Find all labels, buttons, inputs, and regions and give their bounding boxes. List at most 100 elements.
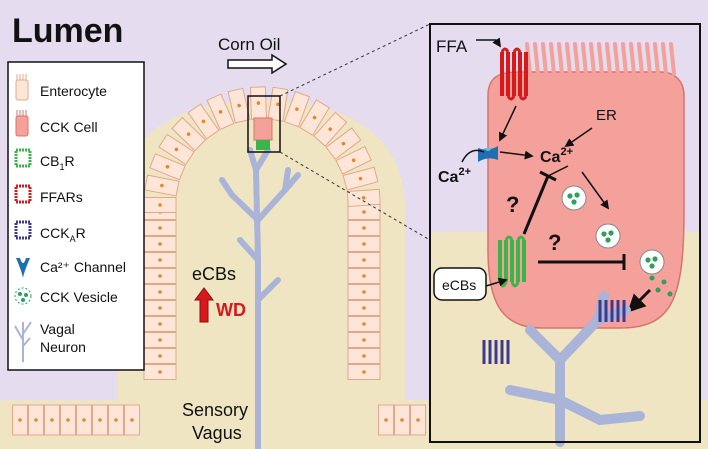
enterocyte-cell (347, 268, 381, 284)
legend-label-ccka: CCKAR (40, 225, 86, 244)
enterocyte-cell (394, 404, 410, 436)
ca-influx-arrow (461, 149, 485, 163)
enterocyte-cell (347, 236, 381, 252)
enterocyte-cell (347, 316, 381, 332)
enterocyte-cell (28, 404, 44, 436)
ecbs-box-label: eCBs (442, 277, 476, 293)
inset-ccka-receptor-2 (598, 300, 626, 322)
vagus-label: Vagus (192, 423, 242, 443)
enterocyte-cell (143, 316, 177, 332)
enterocyte-cell (342, 166, 379, 191)
legend-label-vagal: Vagal (40, 321, 75, 337)
enterocyte-cell (313, 111, 348, 147)
enterocyte-cell (347, 284, 381, 300)
ecbs-box (433, 267, 487, 301)
enterocyte-cell (149, 153, 186, 181)
enterocyte-cell (325, 127, 362, 160)
ca-inside-label: Ca2+ (540, 146, 573, 166)
wd-up-arrow (194, 287, 214, 323)
enterocyte-cell (143, 348, 177, 364)
enterocyte-cell (410, 404, 426, 436)
enterocyte-cell (347, 348, 381, 364)
legend-label-ffars: FFARs (40, 189, 83, 205)
vagal-neuron-villus (219, 147, 301, 449)
ffar-to-gprotein-arrow (498, 105, 517, 142)
enterocyte-cell (227, 87, 251, 124)
enterocyte-cell (346, 188, 381, 208)
enterocyte-cell (187, 103, 220, 140)
enterocyte-cell (347, 364, 381, 380)
inset-frame (429, 23, 701, 443)
enterocyte-cell (283, 90, 311, 128)
ffa-arrow (476, 37, 501, 48)
enterocyte-cell (60, 404, 76, 436)
sensory-label: Sensory (182, 400, 248, 420)
legend-label-neuron: Neuron (40, 339, 86, 355)
page-title: Lumen (12, 12, 123, 50)
enterocyte-cell (143, 332, 177, 348)
ca-to-vesicle-arrow (581, 171, 610, 210)
ccka-receptor-icon (14, 220, 32, 240)
cck-release-arrow (627, 288, 652, 313)
zoom-line-bottom (279, 151, 431, 241)
enterocyte-cell (143, 252, 177, 268)
enterocyte-cell (143, 268, 177, 284)
enterocyte-cell (12, 404, 28, 436)
released-cck-dots (649, 275, 673, 297)
enterocyte-cell (143, 364, 177, 380)
microvilli (525, 42, 676, 76)
cb1r-receptor-icon (14, 148, 32, 168)
channel-to-ca-arrow (499, 150, 534, 160)
ca-outside-label: Ca2+ (438, 166, 471, 186)
villus-core (118, 100, 405, 405)
enterocyte-layer (12, 86, 426, 436)
enterocyte-cell (144, 174, 180, 197)
ecbs-label: eCBs (192, 264, 236, 284)
enterocyte-cell (347, 220, 381, 236)
legend-label-cck-cell: CCK Cell (40, 119, 98, 135)
enterocyte-cell (158, 133, 195, 166)
enterocyte-cell (206, 93, 235, 131)
enterocyte-cell (108, 404, 124, 436)
inset-panel: FFA ER Ca2+ Ca2+ ? ? eCBs (429, 23, 701, 447)
enterocyte-cell (347, 332, 381, 348)
legend-label-channel: Ca²⁺ Channel (40, 259, 126, 275)
stimulus-label: Corn Oil (218, 35, 280, 54)
enterocyte-cell (92, 404, 108, 436)
enterocyte-cell (171, 116, 207, 152)
enterocyte-cell (76, 404, 92, 436)
ecbs-to-cb1r-arrow (485, 277, 508, 287)
question-mark-1: ? (506, 192, 519, 217)
cb1r-inhibits-ca (522, 175, 550, 235)
er-label: ER (596, 107, 617, 124)
enterocyte-cell (335, 145, 373, 175)
enterocyte-cell (143, 236, 177, 252)
calcium-channel-icon (16, 258, 30, 278)
ffar-receptor-icon (14, 184, 32, 204)
enterocyte-cell (347, 204, 381, 220)
enterocyte-cell (299, 99, 330, 136)
villus-cck-cell (247, 95, 281, 153)
ca-inhibit-line (547, 165, 569, 177)
legend-label-enterocyte: Enterocyte (40, 83, 107, 99)
ffa-label: FFA (436, 37, 468, 56)
villus-zoom-box (247, 95, 281, 153)
enterocyte-cell (143, 284, 177, 300)
question-mark-2: ? (548, 230, 561, 255)
legend-label-vesicle: CCK Vesicle (40, 289, 118, 305)
enterocyte-icon (15, 74, 29, 101)
enterocyte-cell (249, 86, 268, 120)
enterocyte-cell (143, 300, 177, 316)
stimulus-arrow (227, 53, 288, 75)
enterocyte-cell (44, 404, 60, 436)
enterocyte-cell (347, 300, 381, 316)
legend: Enterocyte CCK Cell CB1R FFARs CCKAR Ca²… (7, 61, 145, 371)
enterocyte-cell (143, 220, 177, 236)
enterocyte-cell (143, 197, 177, 213)
cck-vesicle-icon (14, 287, 32, 305)
inset-calcium-channel (478, 146, 498, 162)
zoom-line-top (279, 23, 431, 97)
cck-cell-icon (15, 110, 29, 137)
inset-ccka-receptor-1 (482, 340, 510, 364)
